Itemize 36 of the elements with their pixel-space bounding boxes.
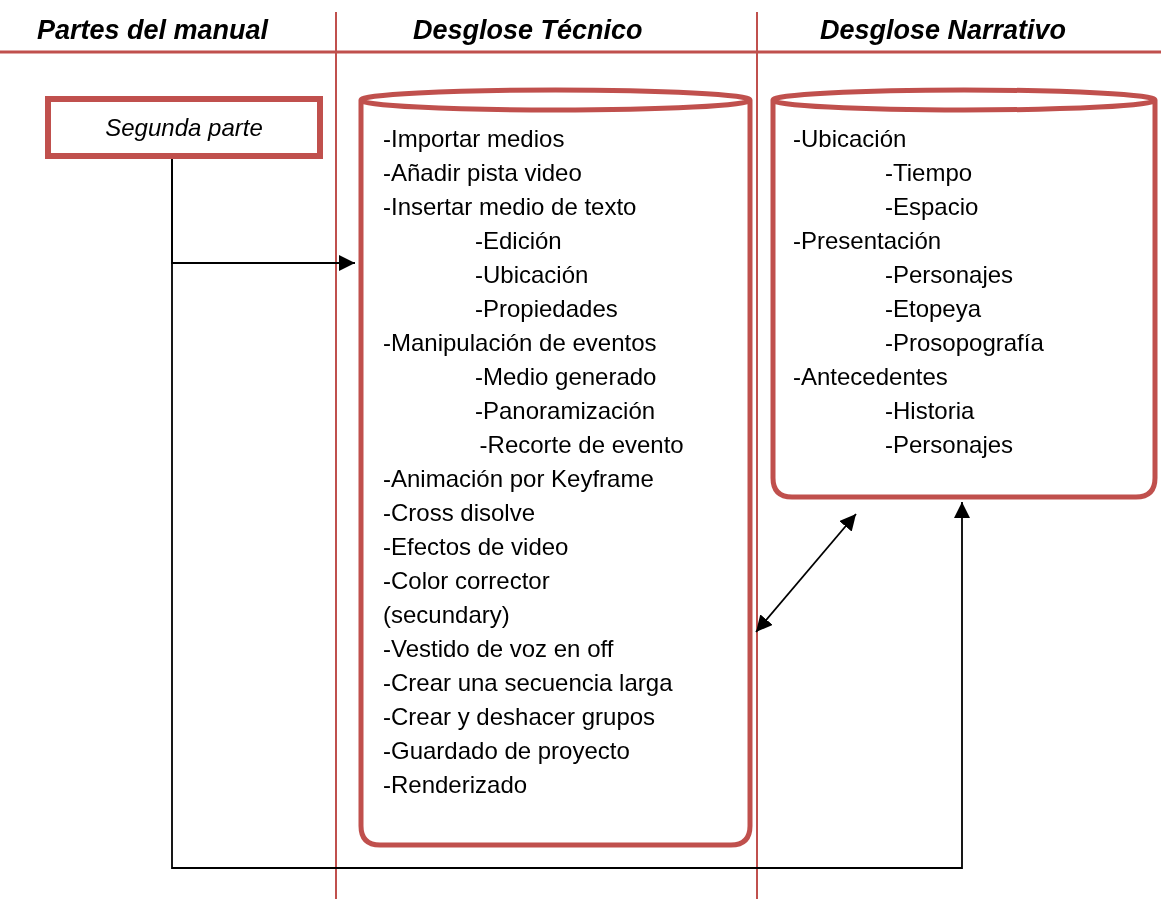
column-header: Desglose Narrativo: [820, 14, 1067, 46]
list-item: -Propiedades: [475, 294, 618, 324]
list-item: -Personajes: [885, 430, 1014, 460]
list-item: -Antecedentes: [793, 362, 948, 392]
list-item: -Vestido de voz en off: [383, 634, 614, 664]
list-item: -Historia: [885, 396, 975, 426]
box-label: Segunda parte: [105, 113, 263, 142]
column-header: Desglose Técnico: [413, 14, 643, 46]
list-item: -Edición: [475, 226, 562, 256]
list-item: -Ubicación: [793, 124, 907, 154]
list-item: -Espacio: [885, 192, 979, 222]
list-item: -Tiempo: [885, 158, 973, 188]
arrow: [755, 513, 857, 633]
list-item: -Crear y deshacer grupos: [383, 702, 656, 732]
list-item: -Guardado de proyecto: [383, 736, 630, 766]
arrow: [171, 158, 971, 869]
list-item: -Añadir pista video: [383, 158, 582, 188]
list-item: -Importar medios: [383, 124, 565, 154]
list-item: -Medio generado: [475, 362, 657, 392]
list-item: -Personajes: [885, 260, 1014, 290]
list-item: -Insertar medio de texto: [383, 192, 637, 222]
list-item: -Presentación: [793, 226, 942, 256]
list-item: -Etopeya: [885, 294, 982, 324]
list-item: -Prosopografía: [885, 328, 1044, 358]
list-item: -Color corrector (secundary): [383, 566, 551, 630]
list-item: -Cross disolve: [383, 498, 536, 528]
list-item: -Crear una secuencia larga: [383, 668, 673, 698]
list-item: -Recorte de evento: [479, 430, 684, 460]
list-item: -Renderizado: [383, 770, 528, 800]
process-box: [45, 96, 323, 159]
list-item: -Ubicación: [475, 260, 589, 290]
list-item: -Panoramización: [475, 396, 656, 426]
list-item: -Animación por Keyframe: [383, 464, 654, 494]
list-item: -Manipulación de eventos: [383, 328, 657, 358]
list-item: -Efectos de video: [383, 532, 569, 562]
column-header: Partes del manual: [37, 14, 269, 46]
